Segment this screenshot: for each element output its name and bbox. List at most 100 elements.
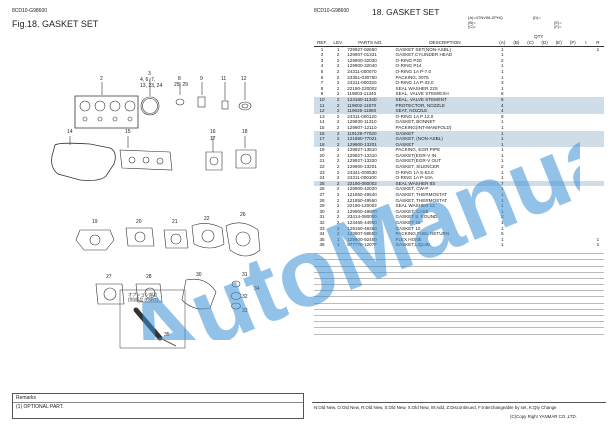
cell-parts-no: 121850-49540 — [347, 192, 377, 198]
cell-qty-e — [551, 141, 566, 148]
left-page-code: 8CD10-G98600 — [12, 8, 48, 14]
cell-qty-c — [523, 180, 538, 187]
empty-cell — [314, 247, 604, 255]
cell-parts-no: 22190-220002 — [347, 85, 377, 91]
cell-qty-a: 1 — [501, 169, 504, 175]
cell-qty-a: 1 — [501, 192, 504, 198]
model-legend: (A)=4TNV98-ZPHQ(D)= (B)=(E)= (C)=(F)= — [468, 15, 562, 30]
callout-28: 28 — [146, 274, 152, 280]
empty-cell — [314, 259, 604, 267]
cell-i — [579, 136, 592, 142]
callout-21: 21 — [172, 219, 178, 225]
cell-qty-a: 4 — [495, 102, 510, 109]
empty-table-row — [314, 253, 604, 261]
cell-qty-a: 1 — [501, 208, 504, 214]
cell-qty-c — [523, 96, 538, 103]
callout-13-23-24: 13, 23, 24 — [140, 83, 162, 89]
cell-qty-a: 8 — [495, 96, 510, 103]
cell-ref: 13 — [319, 113, 325, 119]
cell-parts-no: 24311-000120 — [347, 113, 377, 119]
callout-12: 12 — [241, 76, 247, 82]
cell-qty-a: 1 — [501, 236, 504, 242]
cell-ref: 27 — [319, 192, 325, 198]
cell-lev: 2 — [336, 175, 340, 181]
empty-table-row — [314, 272, 604, 279]
cell-qty-a: 1 — [495, 130, 510, 137]
cell-ref: 1 — [320, 46, 324, 52]
cell-qty-a: 8 — [501, 91, 504, 97]
cell-ref: 17 — [314, 136, 331, 142]
cell-lev: 2 — [336, 225, 340, 231]
cell-qty-e — [551, 96, 566, 103]
figure-title: Fig.18. GASKET SET — [12, 19, 99, 29]
cell-ref: 14 — [319, 119, 325, 125]
empty-table-row — [314, 247, 604, 255]
cell-qty-a: 1 — [501, 186, 504, 192]
cell-lev: 2 — [330, 102, 347, 109]
cell-description: GASKET,CYLINDER HEAD — [395, 52, 453, 58]
cell-lev: 2 — [330, 108, 347, 114]
empty-table-row — [314, 259, 604, 267]
cell-description: GASKET — [394, 141, 496, 148]
callout-15: 15 — [125, 129, 131, 135]
cell-qty-b — [509, 141, 524, 148]
cell-lev: 1 — [336, 236, 340, 242]
cell-ref: 16 — [314, 130, 331, 137]
cell-lev: 2 — [336, 147, 340, 153]
cell-ref: 25 — [314, 180, 331, 187]
col-description: DESCRIPTION — [394, 40, 496, 47]
empty-cell — [314, 303, 604, 310]
empty-table-row — [314, 327, 604, 335]
cell-lev: 2 — [336, 186, 340, 192]
cell-qty-a: 3 — [501, 80, 504, 86]
empty-table-row — [314, 321, 604, 329]
cell-qty-a: 1 — [501, 52, 504, 58]
cell-parts-no: 23414-080000 — [347, 214, 377, 220]
cell-ref: 36 — [319, 242, 325, 248]
callout-16: 16 — [210, 129, 216, 135]
cell-ref: 6 — [320, 74, 324, 80]
callout-22: 22 — [204, 216, 210, 222]
cell-description: GASKET, SILENCER — [395, 164, 440, 170]
cell-lev: 2 — [336, 197, 340, 203]
cell-qty-a: 5 — [501, 231, 504, 237]
cell-qty-a: 1 — [501, 46, 504, 52]
cell-description: GASKET — [394, 130, 496, 137]
col-c: (C) — [523, 40, 538, 47]
cell-description: GASKET, THERMOSTAT — [395, 197, 448, 203]
cell-description: PACKING,FUEL RETURN — [395, 231, 450, 237]
cell-parts-no: 129900-13201 — [346, 141, 395, 148]
cell-qty-d — [537, 136, 552, 142]
col-f: (F) — [565, 40, 580, 47]
cell-description: SEAL WASHER 8S — [394, 180, 496, 187]
cell-ref: 7 — [320, 80, 324, 86]
empty-cell — [314, 296, 604, 304]
cell-parts-no: 129907-12110 — [347, 124, 377, 130]
cell-qty-e — [551, 102, 566, 109]
cell-qty-b — [509, 130, 524, 137]
cell-lev: 2 — [336, 74, 340, 80]
cell-description: PROTECTOR, NOZZLE — [394, 102, 496, 109]
cell-r — [591, 108, 604, 114]
callout-19: 19 — [92, 219, 98, 225]
cell-parts-no: 977770-1207F — [347, 242, 378, 248]
cell-parts-no: 129900-49870 — [347, 208, 377, 214]
cell-i — [579, 102, 592, 109]
empty-cell — [314, 290, 604, 298]
cell-description: O-RING P14 — [395, 63, 422, 69]
cell-qty-d — [537, 180, 552, 187]
